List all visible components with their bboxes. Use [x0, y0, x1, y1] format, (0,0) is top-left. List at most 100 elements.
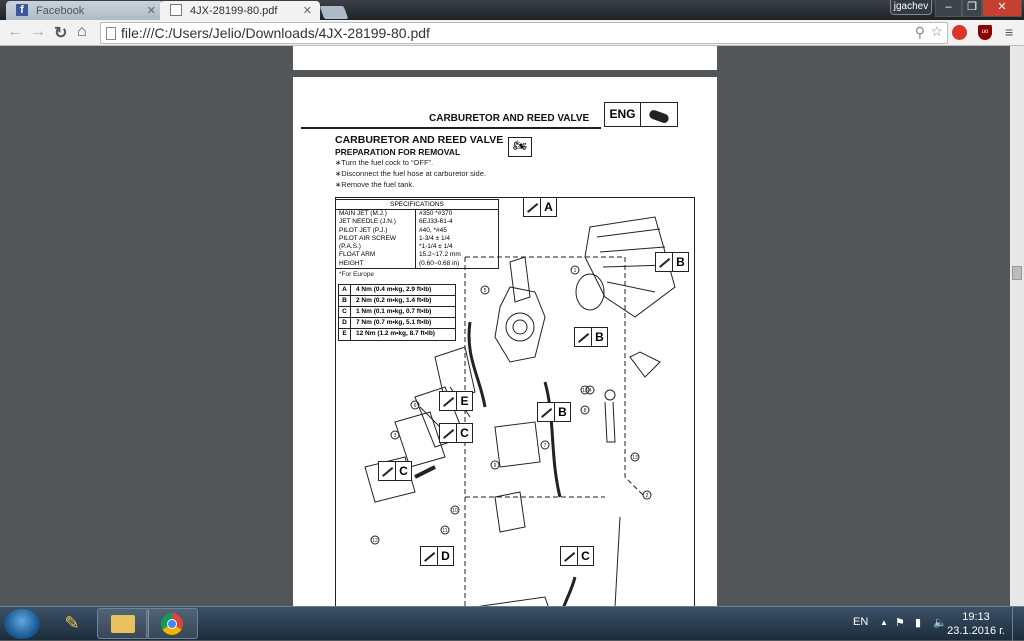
eng-label: ENG — [605, 103, 641, 126]
spec-name: FLOAT ARM — [336, 251, 416, 260]
title-bar: f Facebook ✕ 4JX-28199-80.pdf ✕ jgachev … — [0, 0, 1024, 20]
spec-row: (P.A.S.)*1-1/4 ± 1/4 — [336, 243, 498, 252]
torque-value: 4 Nm (0.4 m•kg, 2.9 ft•lb) — [356, 286, 432, 293]
back-button[interactable]: ← — [7, 23, 23, 40]
svg-text:3: 3 — [394, 433, 397, 439]
torque-value: 1 Nm (0.1 m•kg, 0.7 ft•lb) — [356, 308, 432, 315]
torque-letter: D — [339, 318, 351, 328]
part-number: 4 — [585, 385, 595, 395]
callout-letter: B — [595, 330, 604, 344]
toolbar: ← → ↻ ⌂ file:///C:/Users/Jelio/Downloads… — [0, 20, 1024, 46]
svg-text:8: 8 — [584, 408, 587, 414]
torque-callout: C — [378, 461, 412, 481]
spec-row: HEIGHT(0.60~0.68 in) — [336, 259, 498, 269]
eng-badge: ENG — [604, 102, 678, 127]
wrench-icon — [440, 392, 457, 410]
torque-callout: C — [439, 423, 473, 443]
menu-icon[interactable]: ≡ — [1005, 24, 1014, 40]
torque-callout: B — [574, 327, 608, 347]
wrench-icon — [440, 424, 457, 442]
forward-button[interactable]: → — [30, 23, 46, 40]
time: 19:13 — [962, 611, 990, 623]
exploded-diagram: 123456789101112131415 — [364, 216, 676, 606]
svg-text:15: 15 — [582, 388, 588, 394]
spec-value: (0.60~0.68 in) — [419, 259, 460, 267]
part-number: 2 — [642, 490, 652, 500]
pdf-viewer[interactable]: CARBURETOR AND REED VALVE ENG CARBURETOR… — [0, 46, 1010, 606]
spec-row: MAIN JET (M.J.)#350 *#370 — [336, 210, 498, 219]
scrollbar-thumb[interactable] — [1012, 266, 1022, 280]
torque-value: 12 Nm (1.2 m•kg, 8.7 ft•lb) — [356, 330, 435, 337]
part-number: 12 — [370, 535, 380, 545]
part-number: 8 — [580, 405, 590, 415]
spec-name: (P.A.S.) — [336, 243, 416, 252]
reload-button[interactable]: ↻ — [54, 25, 68, 42]
callout-letter: D — [441, 549, 450, 563]
new-tab-button[interactable] — [319, 6, 349, 19]
torque-letter: C — [339, 307, 351, 317]
part-number: 3 — [390, 430, 400, 440]
pinned-app-icon[interactable]: ✎ — [64, 613, 80, 633]
motorcycle-icon: 🏍 — [508, 137, 532, 157]
show-hidden-icons[interactable]: ▲ — [880, 618, 888, 627]
download-extension-icon[interactable] — [952, 25, 967, 40]
spec-value: 1-3/4 ± 1/4 — [419, 234, 451, 242]
section-header: CARBURETOR AND REED VALVE — [429, 113, 590, 124]
svg-text:13: 13 — [632, 455, 638, 461]
chrome-icon[interactable] — [146, 608, 198, 639]
step-text: ∗Disconnect the fuel hose at carburetor … — [335, 169, 486, 178]
callout-letter: E — [460, 394, 469, 408]
torque-letter: B — [339, 296, 351, 306]
svg-text:4: 4 — [589, 388, 592, 394]
close-tab-icon[interactable]: ✕ — [146, 5, 156, 17]
action-center-flag-icon[interactable]: ⚑ — [895, 617, 905, 629]
wrench-icon — [575, 328, 592, 346]
tab-label: Facebook — [36, 5, 85, 17]
specifications-table: SPECIFICATIONS MAIN JET (M.J.)#350 *#370… — [335, 199, 499, 270]
engine-icon — [641, 103, 677, 126]
profile-button[interactable]: jgachev — [890, 0, 932, 15]
callout-letter: A — [544, 200, 553, 214]
spec-value: 6EJ33-61-4 — [419, 218, 453, 226]
step-text: ∗Turn the fuel cock to “OFF”. — [335, 158, 434, 167]
part-number: 15 — [580, 385, 590, 395]
volume-icon[interactable]: 🔈 — [933, 617, 947, 629]
zoom-icon[interactable]: ⚲ — [914, 24, 925, 40]
torque-row: C 1 Nm (0.1 m•kg, 0.7 ft•lb) — [339, 307, 455, 318]
ublock-icon[interactable]: uo — [978, 25, 992, 40]
home-button[interactable]: ⌂ — [77, 23, 87, 40]
callout-letter: C — [581, 549, 590, 563]
spec-name: PILOT JET (P.J.) — [336, 226, 416, 235]
bookmark-star-icon[interactable]: ☆ — [930, 23, 943, 39]
page-icon — [106, 27, 116, 40]
callout-letter: B — [676, 255, 685, 269]
minimize-button[interactable]: – — [935, 0, 962, 17]
part-number: 11 — [440, 525, 450, 535]
close-window-button[interactable]: ✕ — [982, 0, 1022, 17]
show-desktop-button[interactable] — [1012, 607, 1024, 641]
part-number: 1 — [570, 265, 580, 275]
wrench-icon — [656, 253, 673, 271]
start-button[interactable] — [4, 609, 40, 639]
document-icon — [170, 4, 182, 16]
page-title: CARBURETOR AND REED VALVE — [335, 134, 504, 146]
language-indicator[interactable]: EN — [853, 616, 869, 628]
svg-text:2: 2 — [646, 493, 649, 499]
tab-facebook[interactable]: f Facebook ✕ — [6, 1, 164, 20]
file-explorer-icon[interactable] — [97, 608, 149, 639]
wrench-icon — [524, 198, 541, 216]
address-bar[interactable]: file:///C:/Users/Jelio/Downloads/4JX-281… — [100, 22, 948, 44]
vertical-scrollbar[interactable] — [1010, 46, 1024, 606]
maximize-button[interactable]: ❐ — [962, 0, 982, 17]
power-icon[interactable]: ▮ — [915, 617, 922, 629]
spec-name: HEIGHT — [336, 259, 416, 269]
tab-label: 4JX-28199-80.pdf — [190, 5, 278, 17]
tab-pdf[interactable]: 4JX-28199-80.pdf ✕ — [160, 1, 320, 20]
close-tab-icon[interactable]: ✕ — [302, 5, 312, 17]
torque-value: 7 Nm (0.7 m•kg, 5.1 ft•lb) — [356, 319, 432, 326]
